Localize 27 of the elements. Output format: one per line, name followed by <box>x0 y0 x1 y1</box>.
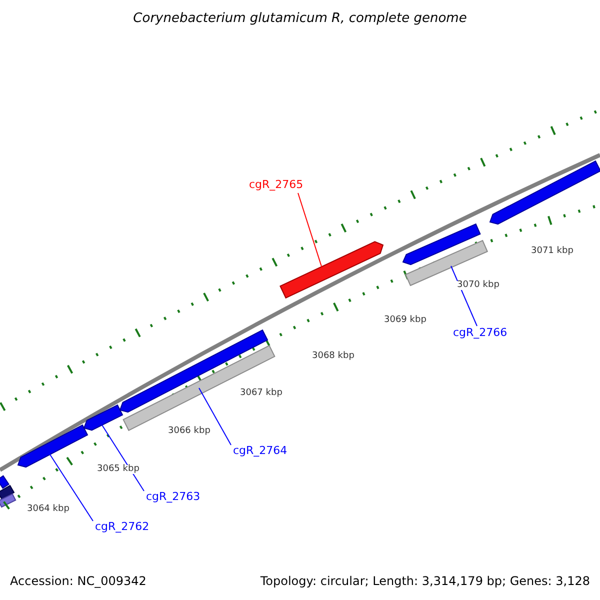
gene-feature <box>83 404 124 431</box>
map-title: Corynebacterium glutamicum R, complete genome <box>132 12 468 25</box>
scale-label: 3064 kbp <box>26 505 70 514</box>
scale-label: 3067 kbp <box>239 389 284 398</box>
scale-label: 3070 kbp <box>456 281 500 290</box>
gene-feature <box>489 160 600 225</box>
leader-line <box>102 424 144 492</box>
leader-line <box>48 452 94 522</box>
gene-label: cgR_2763 <box>146 491 200 502</box>
scale-label: 3069 kbp <box>383 316 428 325</box>
gene-label: cgR_2766 <box>453 327 508 338</box>
scale-label: 3068 kbp <box>311 352 356 361</box>
leader-line <box>450 266 478 326</box>
gene-feature <box>402 223 481 266</box>
genome-info-text: Topology: circular; Length: 3,314,179 bp; Genes: 3,128 <box>260 575 590 587</box>
scale-label: 3071 kbp <box>530 247 574 256</box>
accession-text: Accession: NC_009342 <box>10 575 146 587</box>
leader-line <box>198 388 232 446</box>
gene-label: cgR_2764 <box>233 445 288 456</box>
gene-label: cgR_2765 <box>249 179 304 190</box>
gene-label: cgR_2762 <box>95 521 150 532</box>
scale-label: 3065 kbp <box>96 465 140 474</box>
gene-feature <box>119 329 268 413</box>
gene-feature <box>17 424 88 468</box>
scale-label: 3066 kbp <box>167 427 212 436</box>
gene-feature <box>280 241 384 299</box>
leader-line <box>298 192 322 268</box>
